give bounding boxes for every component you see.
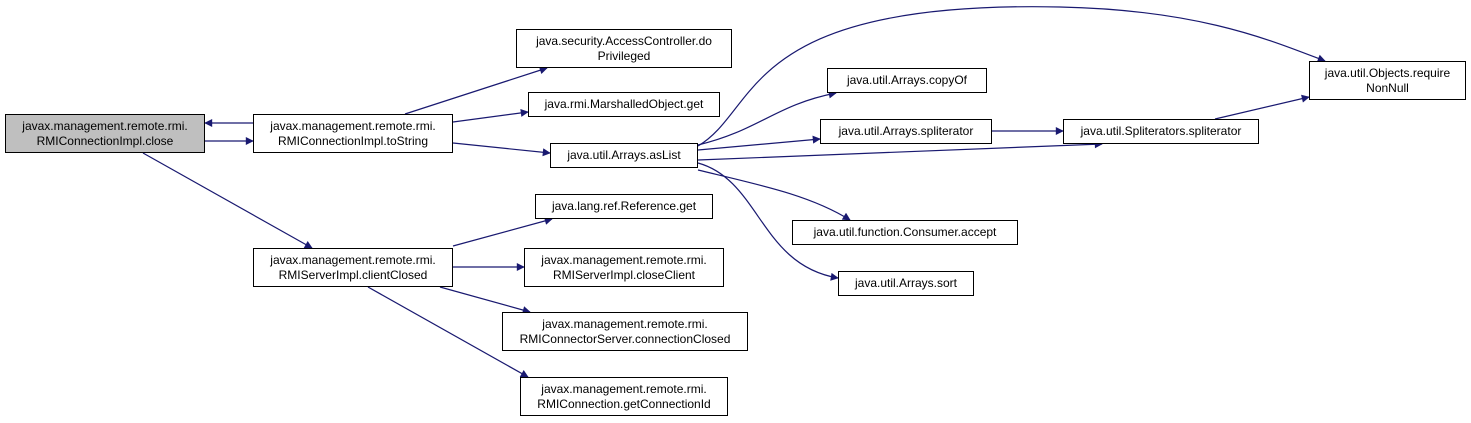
node-label-line2: RMIConnectionImpl.close <box>36 133 174 148</box>
edge-clientclosed-to-connectionclosed <box>439 286 531 314</box>
node-marshalledobject-get[interactable]: java.rmi.MarshalledObject.get <box>528 92 720 117</box>
node-label-line1: javax.management.remote.rmi. <box>22 118 188 133</box>
node-label-line1: java.util.Arrays.sort <box>854 276 958 290</box>
edge-tostring-to-marshalledget <box>452 108 529 123</box>
node-label-line1: java.util.function.Consumer.accept <box>813 225 997 239</box>
edge-close-to-clientclosed <box>142 152 313 249</box>
edge-clientclosed-to-referenceget <box>452 217 553 247</box>
node-rmiconnection-getconnectionid[interactable]: javax.management.remote.rmi. RMIConnecti… <box>520 377 728 416</box>
edge-clientclosed-to-getconnectionid <box>367 286 529 378</box>
node-spliterators-spliterator[interactable]: java.util.Spliterators.spliterator <box>1063 119 1259 144</box>
node-rmiserverimpl-closeclient[interactable]: javax.management.remote.rmi. RMIServerIm… <box>524 248 724 287</box>
node-label-line1: java.util.Arrays.asList <box>567 148 681 162</box>
node-label-line1: javax.management.remote.rmi. <box>270 118 436 133</box>
node-consumer-accept[interactable]: java.util.function.Consumer.accept <box>792 220 1018 245</box>
edge-aslist-to-consumeraccept <box>697 169 851 221</box>
node-rmiconnectionimpl-tostring[interactable]: javax.management.remote.rmi. RMIConnecti… <box>253 114 453 153</box>
node-arrays-aslist[interactable]: java.util.Arrays.asList <box>550 143 698 168</box>
edge-tostring-to-aslist <box>452 142 551 157</box>
edge-aslist-to-splitspliterator <box>697 140 1103 161</box>
edge-tostring-to-doprivileged <box>404 66 548 115</box>
edge-aslist-to-arrayssort <box>697 162 839 281</box>
node-label-line2: RMIConnection.getConnectionId <box>537 396 711 411</box>
node-label-line1: java.rmi.MarshalledObject.get <box>544 97 704 111</box>
node-accesscontroller-doprivileged[interactable]: java.security.AccessController.do Privil… <box>516 29 732 68</box>
node-label-line1: javax.management.remote.rmi. <box>541 381 707 396</box>
node-label-line2: Privileged <box>597 48 651 63</box>
node-label-line2: RMIConnectorServer.connectionClosed <box>519 331 731 346</box>
node-label-line1: java.util.Objects.require <box>1324 65 1451 80</box>
edge-aslist-to-copyof <box>697 90 837 146</box>
node-label-line1: java.util.Spliterators.spliterator <box>1080 124 1242 138</box>
node-reference-get[interactable]: java.lang.ref.Reference.get <box>535 194 713 219</box>
node-rmiconnectorserver-connectionclosed[interactable]: javax.management.remote.rmi. RMIConnecto… <box>502 312 748 351</box>
node-objects-requirenonnull[interactable]: java.util.Objects.require NonNull <box>1309 61 1466 100</box>
node-arrays-spliterator[interactable]: java.util.Arrays.spliterator <box>820 119 992 144</box>
node-label-line1: javax.management.remote.rmi. <box>541 252 707 267</box>
node-label-line2: NonNull <box>1366 80 1409 95</box>
node-label-line1: java.security.AccessController.do <box>536 33 712 48</box>
edge-aslist-to-requirenonnull <box>697 6 1326 147</box>
node-label-line1: javax.management.remote.rmi. <box>270 252 436 267</box>
node-label-line1: java.util.Arrays.spliterator <box>838 124 974 138</box>
edge-splitspliterator-to-requirenonnull <box>1214 94 1310 120</box>
node-label-line1: javax.management.remote.rmi. <box>542 316 708 331</box>
node-arrays-copyof[interactable]: java.util.Arrays.copyOf <box>827 68 987 93</box>
node-label-line1: java.lang.ref.Reference.get <box>551 199 697 213</box>
edge-aslist-to-arraysspliterator <box>697 135 821 151</box>
node-label-line2: RMIServerImpl.closeClient <box>552 267 696 282</box>
node-rmiconnectionimpl-close[interactable]: javax.management.remote.rmi. RMIConnecti… <box>5 114 205 153</box>
node-label-line1: java.util.Arrays.copyOf <box>846 73 968 87</box>
node-rmiserverimpl-clientclosed[interactable]: javax.management.remote.rmi. RMIServerIm… <box>253 248 453 287</box>
node-label-line2: RMIServerImpl.clientClosed <box>278 267 428 282</box>
node-arrays-sort[interactable]: java.util.Arrays.sort <box>838 271 974 296</box>
node-label-line2: RMIConnectionImpl.toString <box>277 133 429 148</box>
